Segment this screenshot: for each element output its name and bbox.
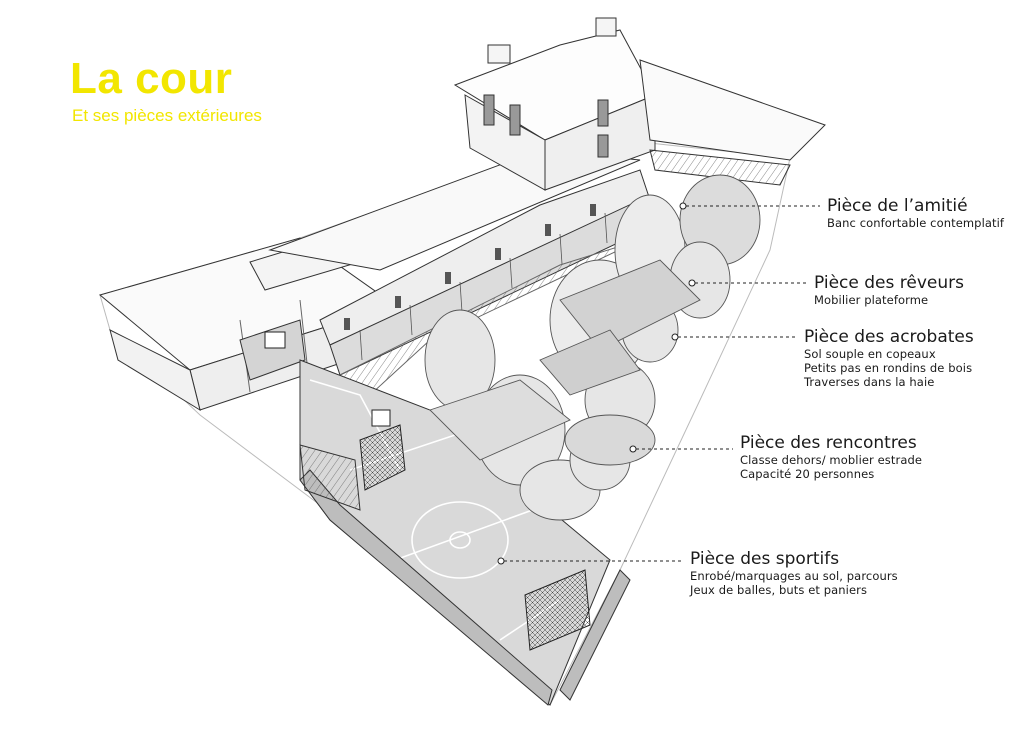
page-title: La cour — [70, 54, 233, 103]
callout-rencontres: Pièce des rencontres Classe dehors/ mobl… — [740, 433, 922, 481]
callout-reveurs-line: Mobilier plateforme — [814, 293, 929, 307]
callout-amitie-line: Banc confortable contemplatif — [827, 216, 1005, 230]
callout-rencontres-line: Capacité 20 personnes — [740, 467, 875, 481]
point-sportifs — [497, 557, 505, 565]
callout-acrobates-title: Pièce des acrobates — [804, 327, 974, 347]
vegetation — [424, 174, 761, 521]
page-subtitle: Et ses pièces extérieures — [72, 106, 262, 125]
callout-sportifs-title: Pièce des sportifs — [690, 549, 840, 569]
callout-rencontres-line: Classe dehors/ moblier estrade — [740, 453, 923, 467]
callout-acrobates-line: Sol souple en copeaux — [804, 347, 936, 361]
point-acrobates — [671, 333, 679, 341]
callout-sportifs: Pièce des sportifs Enrobé/marquages au s… — [690, 549, 898, 597]
callout-amitie-title: Pièce de l’amitié — [827, 196, 968, 216]
callout-reveurs-title: Pièce des rêveurs — [814, 273, 964, 293]
leader-points — [497, 202, 696, 565]
callout-sportifs-line: Jeux de balles, buts et paniers — [690, 583, 868, 597]
callout-sportifs-line: Enrobé/marquages au sol, parcours — [690, 569, 898, 583]
callout-rencontres-title: Pièce des rencontres — [740, 433, 917, 453]
point-amitie — [679, 202, 687, 210]
right-outbuilding — [639, 59, 826, 186]
point-reveurs — [688, 279, 696, 287]
callout-acrobates-line: Petits pas en rondins de bois — [804, 361, 973, 375]
callout-amitie: Pièce de l’amitié Banc confortable conte… — [827, 196, 1004, 230]
callout-acrobates: Pièce des acrobates Sol souple en copeau… — [804, 327, 974, 389]
leader-lines — [504, 205, 820, 562]
main-building — [268, 17, 656, 396]
callout-reveurs: Pièce des rêveurs Mobilier plateforme — [814, 273, 964, 307]
sports-court — [264, 331, 631, 706]
point-rencontres — [629, 445, 637, 453]
callout-acrobates-line: Traverses dans la haie — [804, 375, 935, 389]
